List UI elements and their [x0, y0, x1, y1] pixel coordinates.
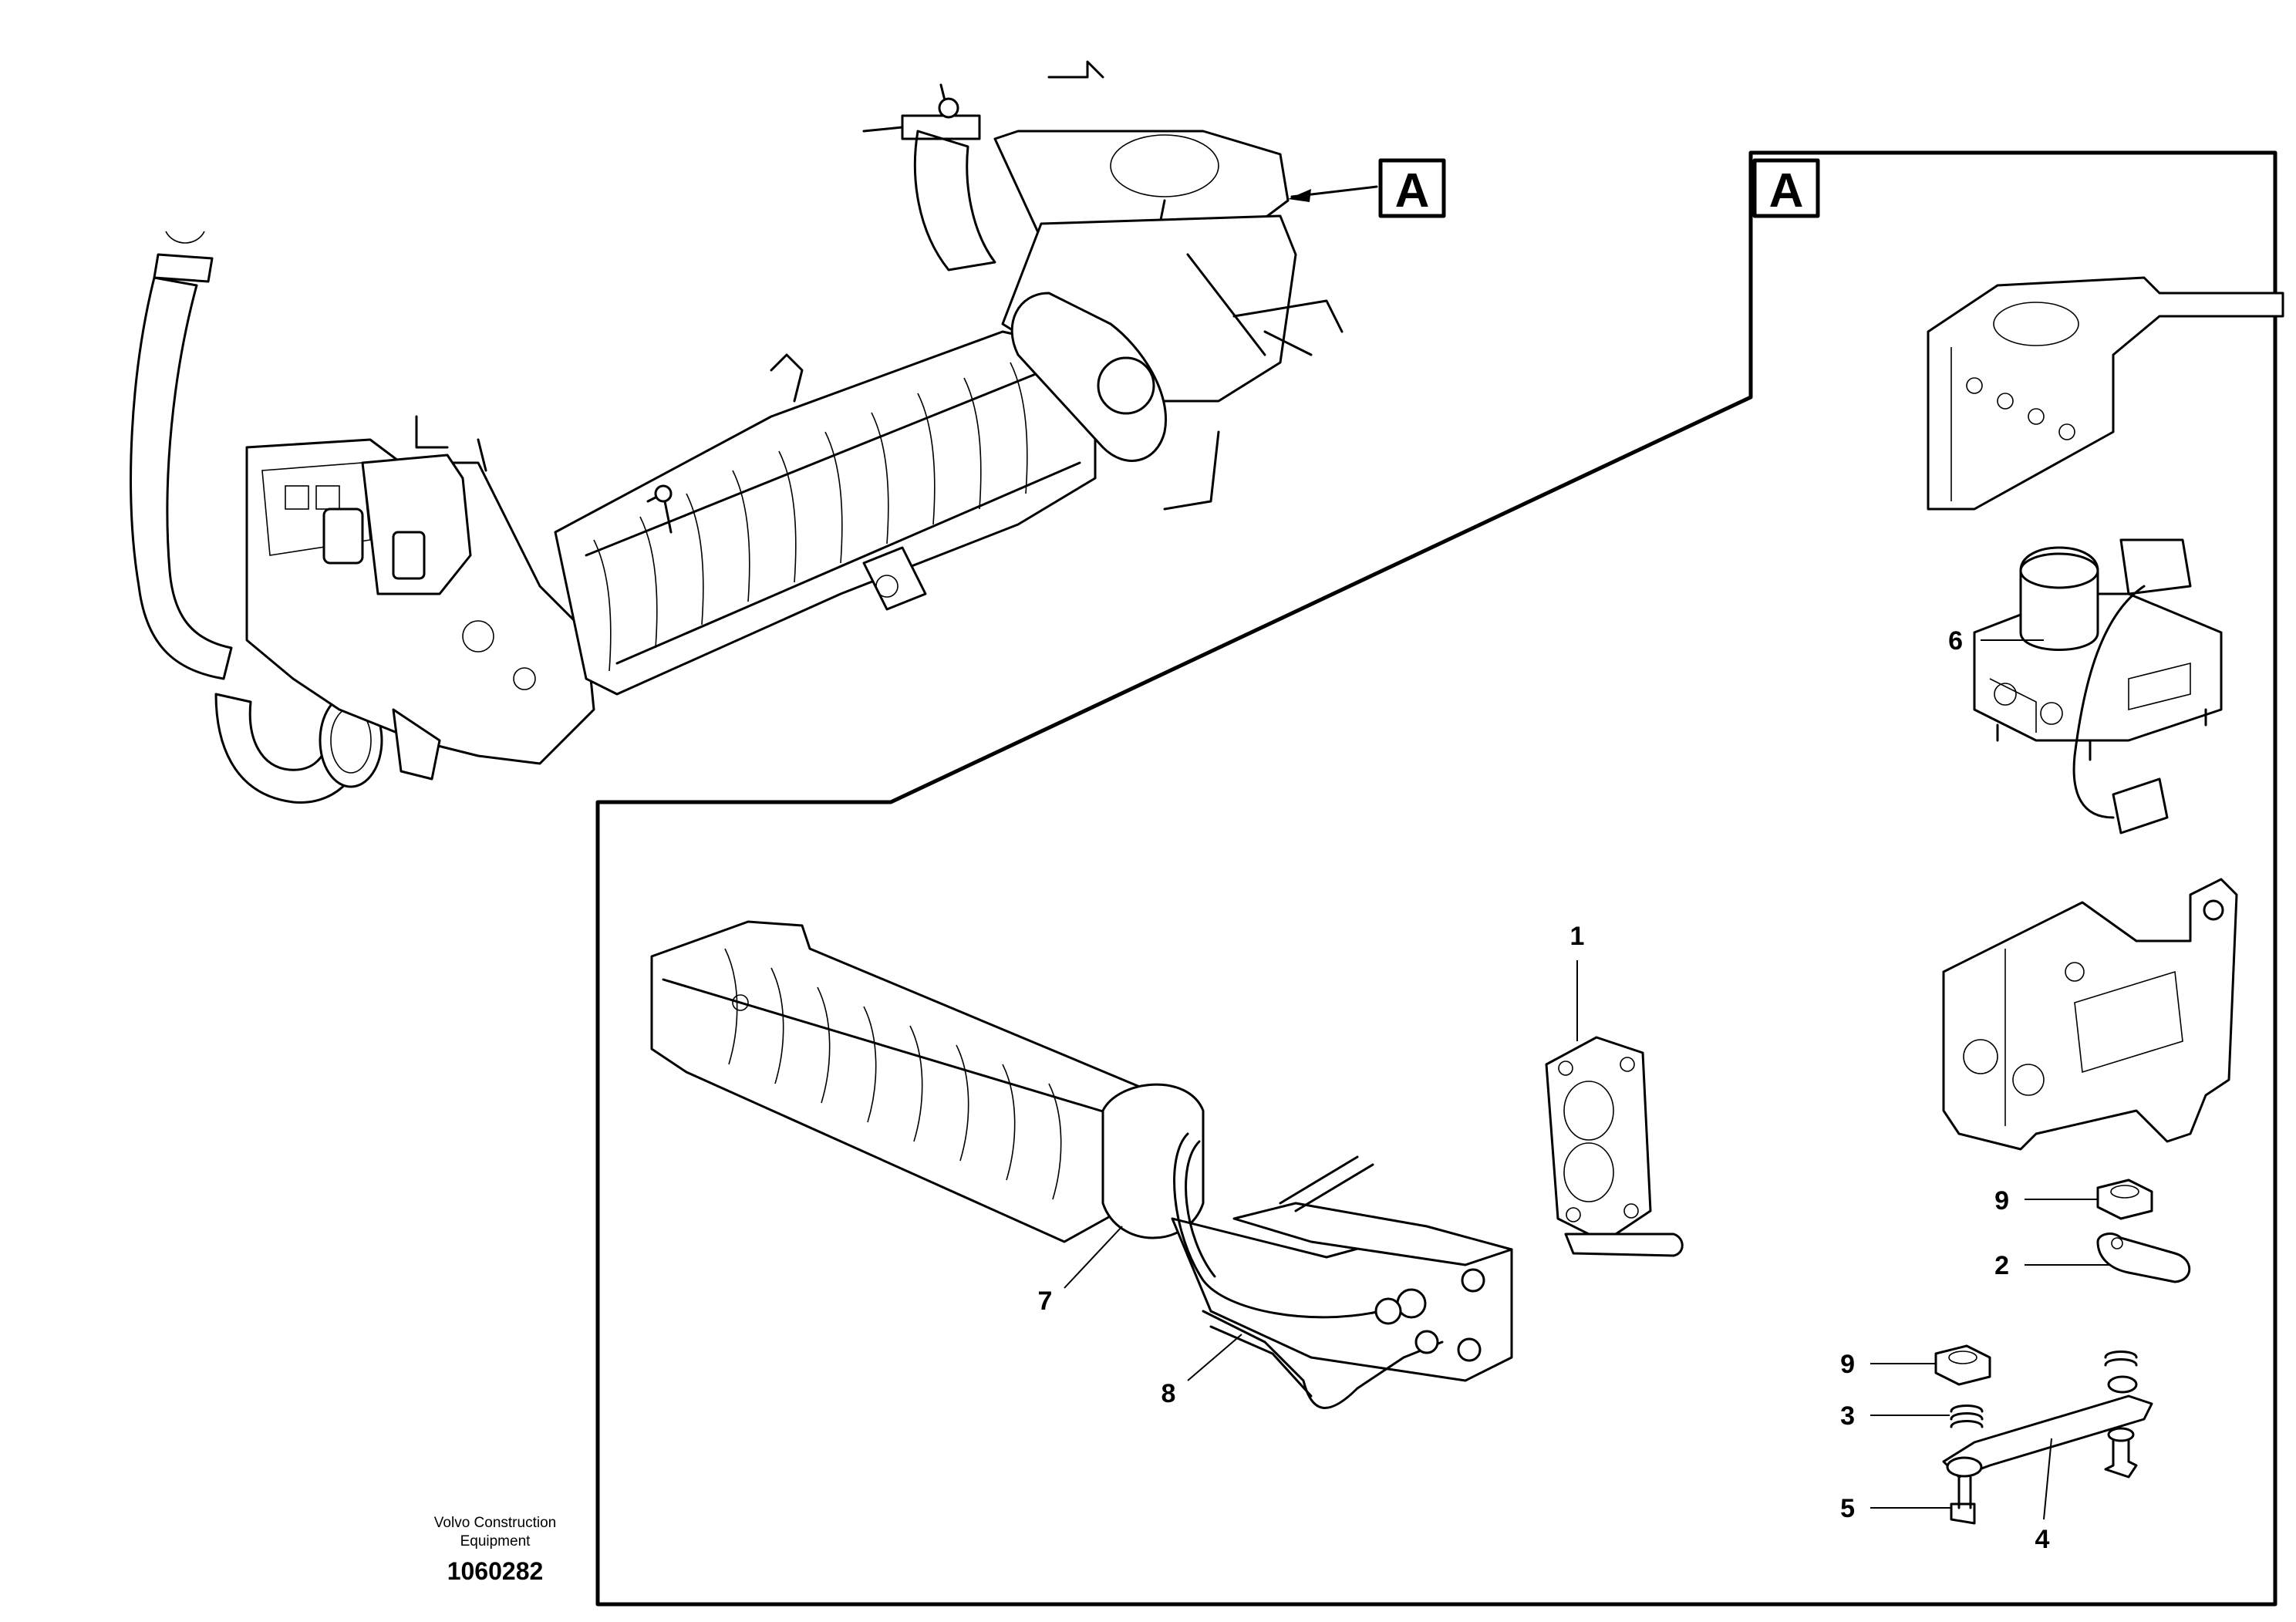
callout-2: 2	[1994, 1251, 2009, 1280]
svg-text:A: A	[1395, 164, 1430, 218]
egr-cooler-detail	[650, 920, 1513, 1409]
plate-washer	[2096, 1233, 2191, 1283]
callout-7: 7	[1038, 1286, 1053, 1316]
callout-9-lower: 9	[1840, 1350, 1855, 1379]
footer-company-line2: Equipment	[460, 1533, 531, 1549]
callout-4: 4	[2035, 1525, 2050, 1554]
cooler-detail-ribs	[724, 948, 1062, 1200]
view-a-tag-main: A	[1378, 158, 1446, 218]
egr-main-assembly	[130, 60, 1378, 804]
footer-drawing-number: 1060282	[447, 1557, 544, 1585]
callout-1: 1	[1570, 922, 1585, 951]
callout-5: 5	[1840, 1494, 1855, 1523]
gasket-flange	[1545, 1036, 1684, 1257]
nut-upper	[2096, 1179, 2153, 1220]
callout-leaders	[1064, 639, 2109, 1520]
footer-company-line1: Volvo Construction	[434, 1515, 556, 1531]
callout-6: 6	[1948, 626, 1963, 656]
cooler-ribs	[593, 362, 1028, 672]
detail-view-a-frame: A	[595, 150, 2277, 1607]
egr-valve-actuator	[1973, 538, 2223, 835]
footer-block: Volvo Construction Equipment 1060282	[434, 1515, 556, 1585]
callout-8: 8	[1161, 1379, 1176, 1408]
callout-labels: 1 6 9 2 9 3 4 5 7 8	[1038, 626, 2050, 1554]
heat-shield-bracket	[1927, 276, 2284, 511]
callout-3: 3	[1840, 1401, 1855, 1431]
linkage-hardware	[1934, 1344, 2153, 1525]
svg-text:A: A	[1769, 164, 1804, 218]
callout-9-upper: 9	[1994, 1186, 2009, 1216]
mounting-bracket	[1942, 878, 2238, 1151]
